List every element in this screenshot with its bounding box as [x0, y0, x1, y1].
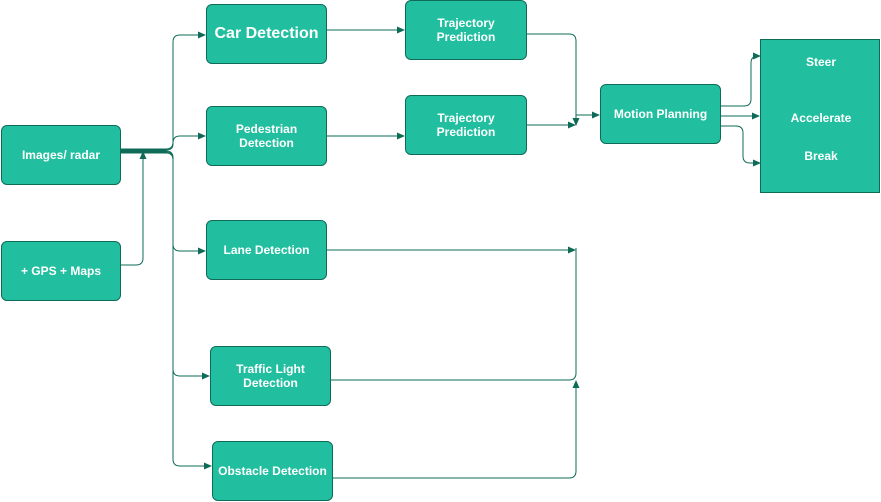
edge-traffic-light-to-merge: [331, 248, 577, 381]
car-detection-label: Car Detection: [214, 25, 319, 42]
images-radar-label: Images/ radar: [21, 148, 101, 162]
pedestrian-detection-label: Pedestrian Detection: [235, 122, 298, 150]
break-label: Break: [804, 149, 838, 163]
gps-maps-label: + GPS + Maps: [20, 264, 102, 278]
edge-obstacle-to-merge: [333, 380, 580, 479]
trajectory-prediction-pedestrian-label: Trajectory Prediction: [436, 111, 496, 139]
images-radar-node: Images/ radar: [1, 125, 121, 185]
steer-label: Steer: [805, 55, 837, 69]
obstacle-detection-node: Obstacle Detection: [212, 441, 333, 501]
motion-planning-node: Motion Planning: [600, 84, 721, 144]
edge-images-to-pedestrian-detection: [121, 132, 206, 151]
gps-maps-node: + GPS + Maps: [1, 241, 121, 301]
lane-detection-label: Lane Detection: [223, 243, 310, 257]
accelerate-label: Accelerate: [790, 111, 852, 125]
lane-detection-node: Lane Detection: [206, 220, 327, 280]
trajectory-prediction-car-label: Trajectory Prediction: [436, 16, 496, 44]
car-detection-node: Car Detection: [206, 4, 327, 64]
edge-images-to-traffic-light-detection: [121, 151, 210, 380]
trajectory-prediction-car-node: Trajectory Prediction: [405, 0, 527, 60]
control-outputs-box: Steer Accelerate Break: [760, 39, 880, 193]
trajectory-prediction-pedestrian-node: Trajectory Prediction: [405, 95, 527, 155]
obstacle-detection-label: Obstacle Detection: [218, 464, 327, 478]
motion-planning-label: Motion Planning: [613, 107, 708, 121]
edge-gps-to-images: [121, 151, 147, 266]
traffic-light-detection-node: Traffic Light Detection: [210, 346, 331, 406]
edge-images-to-lane-detection: [121, 150, 206, 255]
edge-motion-planning-to-steer: [721, 52, 761, 107]
pedestrian-detection-node: Pedestrian Detection: [206, 106, 327, 166]
edge-images-to-car-detection: [121, 31, 206, 150]
traffic-light-detection-label: Traffic Light Detection: [236, 362, 305, 390]
edge-motion-planning-to-break: [721, 125, 761, 167]
edge-trajectory-car-to-merge: [527, 33, 580, 126]
edge-images-to-obstacle-detection: [121, 152, 212, 470]
